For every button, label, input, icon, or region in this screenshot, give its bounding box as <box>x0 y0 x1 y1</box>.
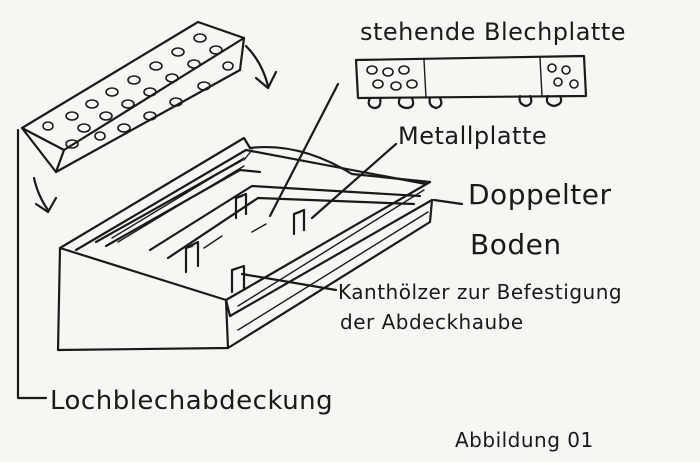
beam-posts <box>184 192 306 294</box>
standing-sheet-label: stehende Blechplatte <box>360 18 626 46</box>
placement-arrows <box>32 44 278 214</box>
perforated-cover-label: Lochblechabdeckung <box>50 386 334 416</box>
standing-sheet <box>354 54 588 110</box>
beams-label-line2: der Abdeckhaube <box>340 310 524 334</box>
double-floor-label: Doppelter <box>468 178 612 211</box>
leader-lines <box>16 82 464 400</box>
figure-caption: Abbildung 01 <box>455 428 594 452</box>
double-floor-label-line2: Boden <box>470 228 562 261</box>
raised-bed-box <box>56 136 434 352</box>
metal-plate-label: Metallplatte <box>398 122 548 150</box>
perforated-cover-sheet <box>20 20 246 174</box>
beams-label: Kanthölzer zur Befestigung <box>338 280 623 304</box>
